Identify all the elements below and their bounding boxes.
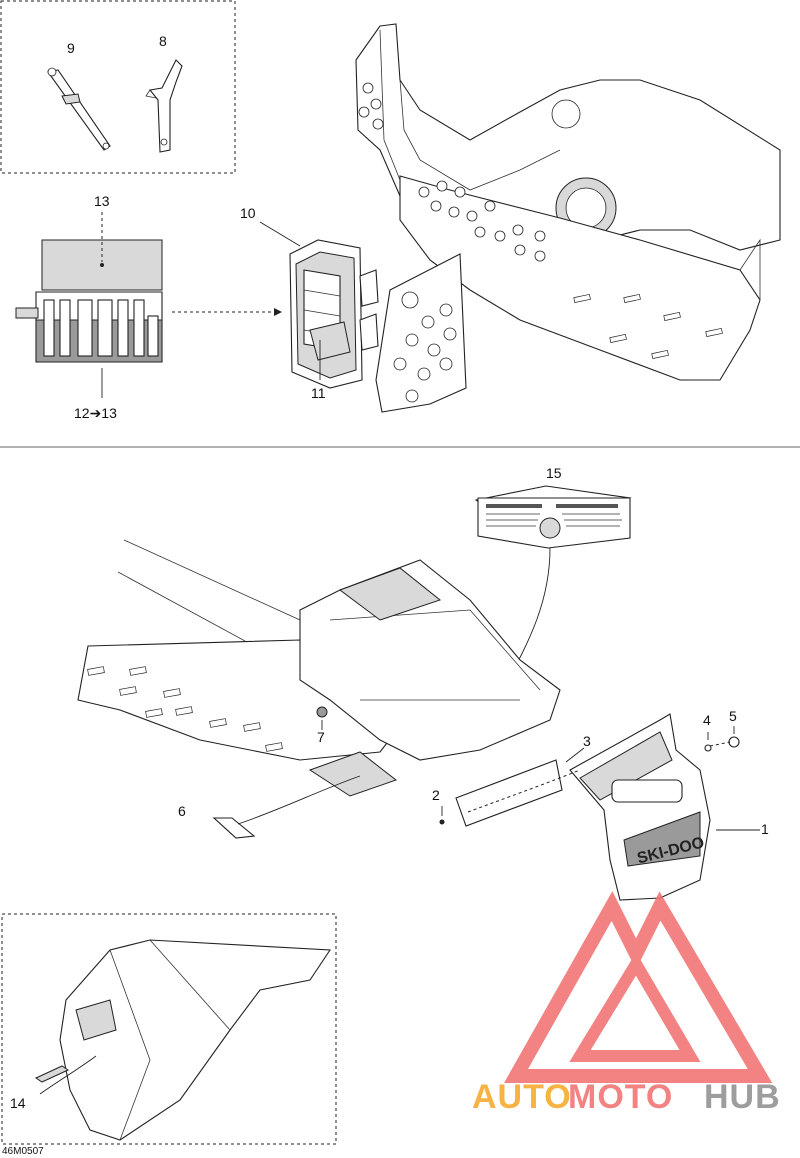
callout-10: 10 (240, 205, 256, 221)
bracket-10-11 (259, 221, 379, 389)
diagram-code: 46M0507 (2, 1146, 44, 1157)
callout-6: 6 (178, 803, 186, 819)
callout-7: 7 (317, 729, 325, 745)
callout-4: 4 (703, 712, 711, 728)
callout-14: 14 (10, 1095, 26, 1111)
callout-11: 11 (311, 385, 326, 401)
callout-13: 13 (94, 193, 110, 209)
callout-15: 15 (546, 465, 562, 481)
watermark-logo: AUTO MOTO HUB (472, 891, 781, 1116)
frame-holes (358, 82, 546, 262)
callout-12-13: 12➔13 (74, 405, 117, 421)
callout-8: 8 (159, 33, 167, 49)
inset-14 (1, 913, 337, 1145)
toolbox-tools (43, 299, 159, 357)
decal-15 (474, 485, 632, 685)
plate-3 (439, 747, 585, 827)
tools-inset (0, 0, 236, 174)
tool-9-illustration (47, 67, 111, 151)
callout-3: 3 (583, 733, 591, 749)
watermark-emblem (504, 891, 773, 1083)
running-board-slots (87, 666, 283, 752)
toolbox-13 (15, 212, 282, 398)
callout-1: 1 (761, 821, 769, 837)
rear-flap-1: SKI-DOO (569, 713, 760, 901)
frame-tunnel (355, 23, 781, 413)
watermark-text-hub: HUB (704, 1078, 781, 1116)
callout-9: 9 (67, 40, 75, 56)
watermark-text-moto: MOTO (568, 1078, 673, 1116)
callout-2: 2 (432, 787, 440, 803)
tunnel-slots (573, 293, 723, 360)
callout-labels: 1 2 3 4 5 6 7 8 9 10 11 12➔13 13 14 15 4… (2, 33, 769, 1157)
callout-5: 5 (729, 708, 737, 724)
fasteners-4-5 (704, 726, 740, 752)
watermark-text-auto: AUTO (472, 1078, 572, 1116)
tool-8-illustration (145, 59, 183, 153)
lower-frame (77, 539, 561, 839)
